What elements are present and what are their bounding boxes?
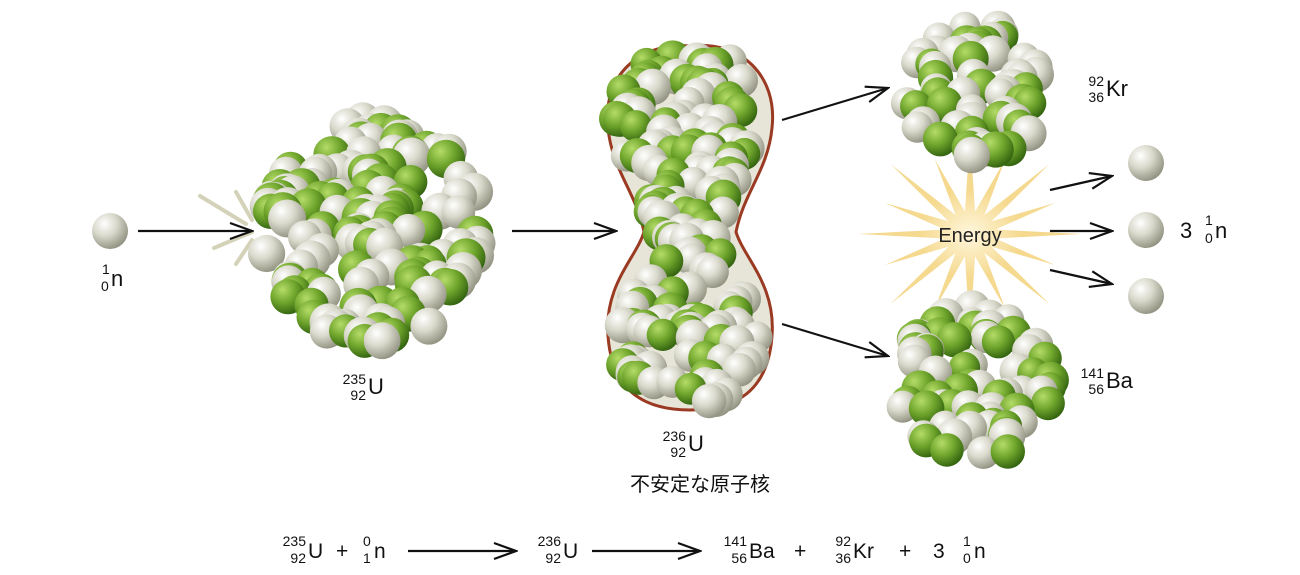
svg-text:56: 56 [731, 550, 747, 566]
svg-text:U: U [563, 540, 578, 563]
svg-text:92: 92 [1088, 73, 1104, 89]
neutron-label: 1 0 n [101, 261, 123, 294]
kr-label: 92 36 Kr [1088, 73, 1128, 105]
svg-text:n: n [974, 540, 986, 563]
svg-text:Ba: Ba [749, 540, 775, 563]
svg-text:92: 92 [670, 444, 686, 460]
svg-text:0: 0 [1205, 230, 1213, 246]
svg-text:+: + [899, 540, 911, 563]
svg-text:92: 92 [545, 550, 561, 566]
fission-equation: 235 92 U + 0 1 n 236 92 U 141 56 Ba + 92… [283, 533, 986, 566]
svg-text:3: 3 [933, 540, 945, 563]
svg-text:1: 1 [963, 533, 971, 549]
svg-text:0: 0 [101, 278, 109, 294]
impact-rays [198, 190, 254, 266]
svg-text:236: 236 [538, 533, 562, 549]
svg-text:0: 0 [963, 550, 971, 566]
svg-text:n: n [374, 540, 386, 563]
kr-nucleus [890, 10, 1054, 174]
svg-text:U: U [308, 540, 323, 563]
ba-label: 141 56 Ba [1081, 365, 1134, 397]
neutrons-out-label: 3 1 0 n [1180, 212, 1227, 246]
svg-text:235: 235 [343, 371, 367, 387]
svg-text:1: 1 [1205, 212, 1213, 228]
arrow-to-ba [781, 322, 888, 356]
ba-nucleus [886, 290, 1069, 469]
neutron-out-3 [1128, 278, 1164, 314]
svg-text:92: 92 [290, 550, 306, 566]
svg-text:1: 1 [363, 550, 371, 566]
u235-nucleus [248, 102, 496, 360]
arrow-to-kr [781, 88, 888, 122]
svg-text:235: 235 [283, 533, 307, 549]
u235-label: 235 92 U [343, 371, 384, 403]
neutron-out-1 [1128, 145, 1164, 181]
incoming-neutron [92, 213, 128, 249]
svg-text:Kr: Kr [853, 540, 874, 563]
svg-text:U: U [688, 431, 704, 456]
arrow-neutron-out-3 [1049, 268, 1112, 284]
energy-burst: Energy [858, 135, 1082, 333]
energy-label: Energy [938, 225, 1001, 247]
svg-text:Ba: Ba [1106, 368, 1134, 393]
svg-text:141: 141 [724, 533, 748, 549]
u236-label: 236 92 U [663, 428, 704, 460]
svg-text:1: 1 [102, 261, 110, 277]
svg-text:56: 56 [1088, 381, 1104, 397]
svg-text:U: U [368, 374, 384, 399]
svg-text:36: 36 [835, 550, 851, 566]
svg-text:+: + [336, 540, 348, 563]
svg-text:+: + [794, 540, 806, 563]
svg-text:3: 3 [1180, 218, 1192, 243]
svg-text:n: n [1215, 218, 1227, 243]
svg-text:92: 92 [835, 533, 851, 549]
svg-text:36: 36 [1088, 89, 1104, 105]
svg-text:141: 141 [1081, 365, 1105, 381]
svg-text:236: 236 [663, 428, 687, 444]
u236-nucleus [599, 40, 775, 419]
svg-text:Kr: Kr [1106, 76, 1128, 101]
svg-text:0: 0 [363, 533, 371, 549]
svg-text:n: n [111, 266, 123, 291]
unstable-nucleus-caption: 不安定な原子核 [630, 472, 770, 496]
arrow-neutron-out-1 [1049, 176, 1112, 192]
neutron-out-2 [1128, 212, 1164, 248]
svg-text:92: 92 [350, 387, 366, 403]
